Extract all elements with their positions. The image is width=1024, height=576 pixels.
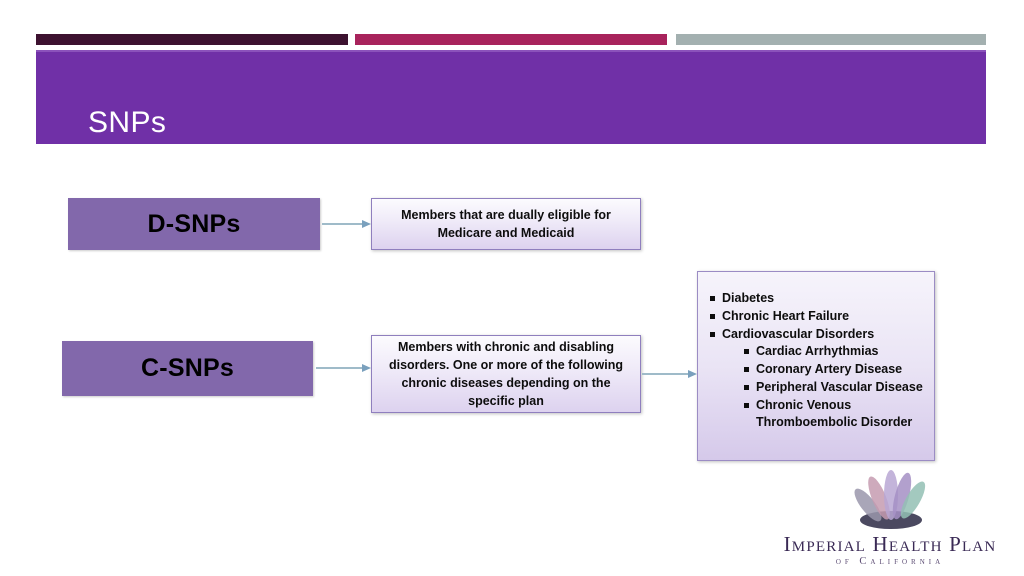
list-item-label: Coronary Artery Disease (756, 362, 903, 376)
square-bullet-icon (710, 313, 715, 319)
square-bullet-icon (744, 402, 749, 408)
logo-wordmark: Imperial Health Plan (783, 532, 997, 556)
logo-sub-wordmark: of California (835, 556, 945, 567)
arrow-dsnps-to-description (322, 220, 371, 228)
list-item: Coronary Artery Disease (744, 361, 924, 379)
list-item: Cardiac Arrhythmias (744, 343, 924, 361)
description-box-dsnps: Members that are dually eligible for Med… (371, 198, 641, 250)
label-box-dsnps: D-SNPs (68, 198, 320, 250)
list-item-label: Peripheral Vascular Disease (756, 379, 923, 394)
square-bullet-icon (744, 349, 749, 355)
square-bullet-icon (710, 296, 715, 301)
label-box-dsnps-text: D-SNPs (147, 209, 241, 238)
list-item: Diabetes (710, 290, 924, 308)
list-item: Chronic Venous Thromboembolic Disorder (744, 397, 924, 433)
accent-bar-group (0, 0, 1024, 50)
square-bullet-icon (744, 384, 749, 390)
list-item: Cardiovascular Disorders (710, 326, 924, 344)
list-item-label: Diabetes (722, 291, 775, 305)
list-item-label: Chronic Heart Failure (722, 308, 850, 323)
label-box-csnps-text: C-SNPs (141, 354, 234, 382)
accent-bar-gray (676, 34, 986, 45)
logo: Imperial Health Plan of California (764, 470, 1016, 570)
accent-bar-dark (36, 34, 348, 45)
arrow-csnps-to-description (316, 364, 371, 372)
list-item: Peripheral Vascular Disease (744, 379, 924, 397)
square-bullet-icon (744, 367, 749, 372)
imperial-health-plan-petal-icon (854, 470, 926, 529)
list-item: Chronic Heart Failure (710, 308, 924, 326)
page-title: SNPs (88, 106, 167, 139)
label-box-csnps: C-SNPs (62, 341, 313, 396)
conditions-list-box: Diabetes Chronic Heart Failure Cardiovas… (697, 271, 935, 461)
accent-bar-crimson (355, 34, 667, 45)
description-box-csnps: Members with chronic and disabling disor… (371, 335, 641, 413)
arrow-description-to-conditions (642, 370, 697, 378)
list-item-label: Cardiovascular Disorders (722, 326, 875, 341)
square-bullet-icon (710, 331, 715, 337)
slide-header-band: SNPs (36, 50, 986, 144)
description-box-dsnps-text: Members that are dually eligible for Med… (401, 207, 611, 240)
list-item-label: Cardiac Arrhythmias (756, 344, 879, 359)
description-box-csnps-text: Members with chronic and disabling disor… (388, 339, 624, 409)
list-item-label: Chronic Venous Thromboembolic Disorder (756, 397, 913, 430)
